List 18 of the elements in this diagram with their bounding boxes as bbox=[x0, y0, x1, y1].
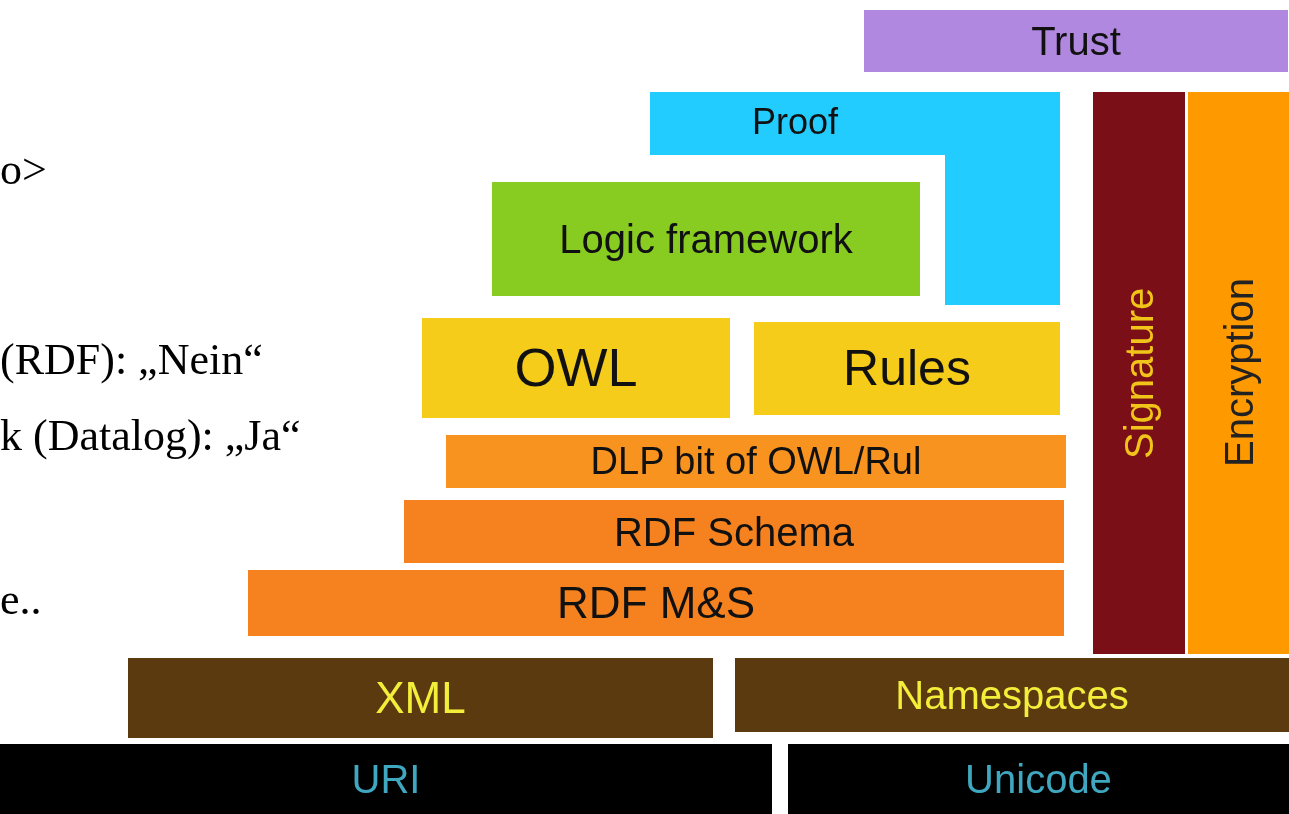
layer-bar: RDF Schema bbox=[404, 500, 1064, 563]
layer-bar: Namespaces bbox=[735, 658, 1289, 732]
layer-bar: Trust bbox=[864, 10, 1288, 72]
layer-bar: RDF M&S bbox=[248, 570, 1064, 636]
layer-bar: Unicode bbox=[788, 744, 1289, 814]
vertical-layer-bar: Signature bbox=[1093, 92, 1185, 654]
layer-bar: DLP bit of OWL/Rul bbox=[446, 435, 1066, 488]
layer-bar: Rules bbox=[754, 322, 1060, 415]
layer-bar: OWL bbox=[422, 318, 730, 418]
layer-bar: XML bbox=[128, 658, 713, 738]
note-text: (RDF): „Nein“ bbox=[0, 338, 263, 382]
note-text: e.. bbox=[0, 578, 42, 622]
vertical-layer-bar: Encryption bbox=[1188, 92, 1289, 654]
layer-label: Proof bbox=[751, 102, 838, 142]
note-text: k (Datalog): „Ja“ bbox=[0, 414, 301, 458]
note-text: o> bbox=[0, 148, 47, 192]
layer-bar: URI bbox=[0, 744, 772, 814]
layer-bar: Logic framework bbox=[492, 182, 920, 296]
